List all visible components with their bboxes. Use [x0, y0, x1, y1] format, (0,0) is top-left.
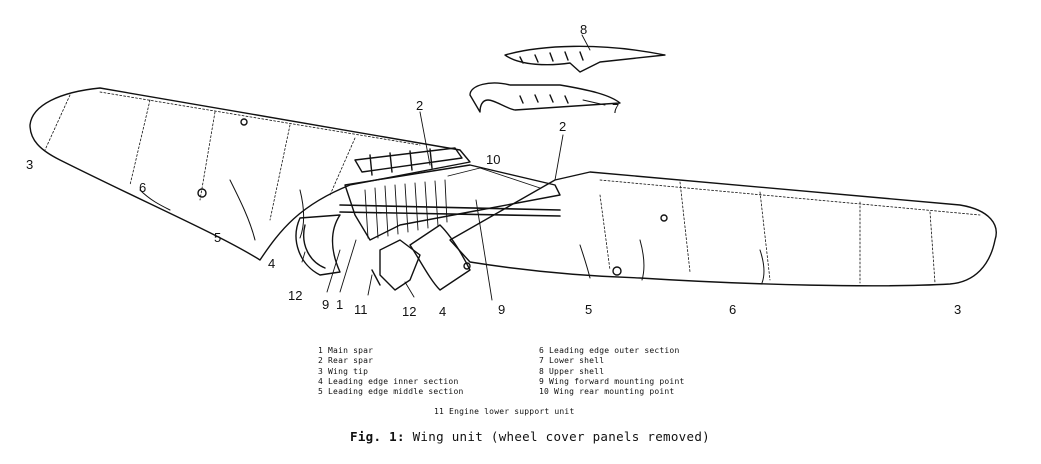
- left-wing-outline: [29, 87, 471, 261]
- callout-9-right: 9: [498, 302, 505, 317]
- callout-1: 1: [336, 297, 343, 312]
- callout-6-left: 6: [139, 180, 146, 195]
- callout-2-right: 2: [559, 119, 566, 134]
- lower-support-unit: [371, 239, 421, 291]
- engine-support: [295, 214, 341, 276]
- right-inner-fitting: [463, 262, 471, 270]
- callout-5-left: 5: [214, 230, 221, 245]
- right-wing-outline: [449, 171, 997, 287]
- callout-10: 10: [486, 152, 500, 167]
- callout-4-left: 4: [268, 256, 275, 271]
- right-wing-access: [660, 214, 668, 222]
- rear-spar-block: [354, 147, 463, 176]
- left-wing-access: [240, 118, 248, 126]
- callout-8: 8: [580, 22, 587, 37]
- legend-item: 2 Rear spar: [318, 356, 374, 366]
- callout-6-right: 6: [729, 302, 736, 317]
- legend-item: 6 Leading edge outer section: [539, 346, 680, 355]
- left-leading-edge-seams: [139, 179, 305, 241]
- callout-11: 11: [354, 302, 368, 317]
- callout-7: 7: [612, 101, 619, 116]
- figure-caption: Fig. 1: Wing unit (wheel cover panels re…: [350, 429, 710, 444]
- inner-leading-edge-right: [409, 224, 471, 291]
- legend-right-column: 6 Leading edge outer section 7 Lower she…: [539, 346, 684, 397]
- callout-3-right: 3: [954, 302, 961, 317]
- right-wing-panel-lines: [599, 179, 981, 284]
- callout-3-left: 3: [26, 157, 33, 172]
- legend-item: 8 Upper shell: [539, 366, 605, 376]
- centre-section: [344, 164, 561, 241]
- upper-shell-inset: [504, 45, 666, 73]
- callout-5-right: 5: [585, 302, 592, 317]
- caption-text: Wing unit (wheel cover panels removed): [404, 429, 710, 444]
- legend-item: 7 Lower shell: [539, 356, 605, 366]
- legend-item: 9 Wing forward mounting point: [539, 376, 685, 386]
- callout-4-right: 4: [439, 304, 446, 319]
- lower-shell-inset: [469, 82, 621, 113]
- legend-item: 1 Main spar: [318, 346, 374, 355]
- callout-9-left: 9: [322, 297, 329, 312]
- legend-item: 11 Engine lower support unit: [434, 407, 575, 416]
- right-leading-edge-seams: [579, 239, 765, 284]
- main-spar: [339, 204, 561, 217]
- legend-left-column: 1 Main spar 2 Rear spar 3 Wing tip 4 Lea…: [318, 346, 463, 397]
- legend-item: 3 Wing tip: [318, 366, 369, 376]
- left-wing-fitting: [197, 188, 207, 198]
- callout-2-left: 2: [416, 98, 423, 113]
- callout-12-left: 12: [288, 288, 302, 303]
- right-wing-fitting: [612, 266, 622, 276]
- legend-item: 4 Leading edge inner section: [318, 376, 459, 386]
- leader-lines: [301, 34, 606, 301]
- legend-item: 5 Leading edge middle section: [318, 387, 464, 397]
- legend-item: 10 Wing rear mounting point: [539, 387, 675, 397]
- left-wing-panel-lines: [44, 91, 421, 221]
- callout-12-right: 12: [402, 304, 416, 319]
- caption-prefix: Fig. 1:: [350, 429, 405, 444]
